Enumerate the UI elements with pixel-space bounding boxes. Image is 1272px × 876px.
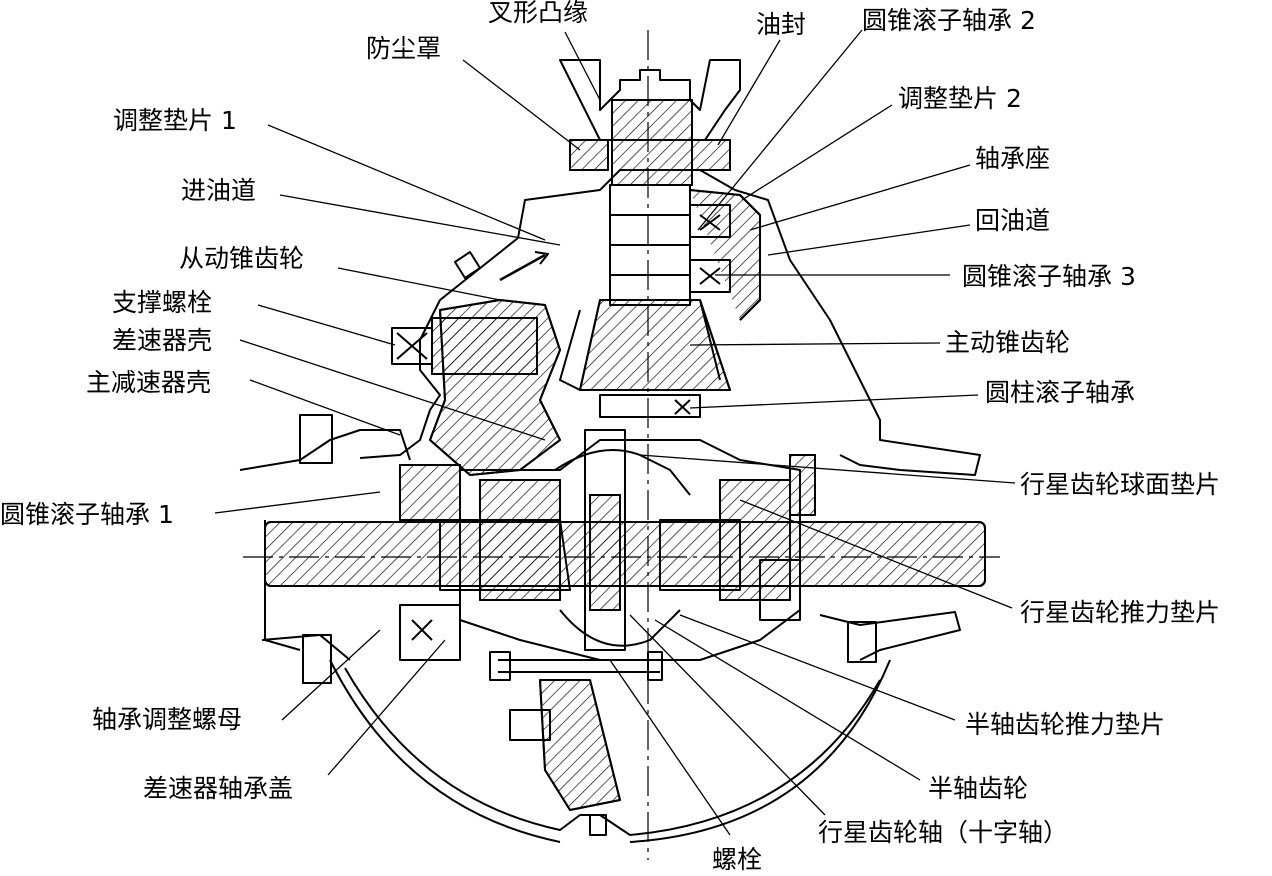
label-drive-bevel-gear: 主动锥齿轮 xyxy=(945,328,1071,357)
housing-outer xyxy=(517,169,981,476)
label-oil-return: 回油道 xyxy=(975,206,1051,235)
label-driven-bevel-gear: 从动锥齿轮 xyxy=(179,244,305,273)
label-support-bolt: 支撑螺栓 xyxy=(112,288,213,317)
label-shim-2: 调整垫片 2 xyxy=(898,84,1022,113)
side-gear-left xyxy=(439,519,571,591)
label-planet-spherical-washer: 行星齿轮球面垫片 xyxy=(1020,470,1221,499)
label-oil-seal: 油封 xyxy=(756,10,807,39)
label-diff-bearing-cap: 差速器轴承盖 xyxy=(143,774,294,803)
label-taper-bearing-1: 圆锥滚子轴承 1 xyxy=(0,500,174,529)
label-diff-case: 差速器壳 xyxy=(112,326,213,355)
label-shim-1: 调整垫片 1 xyxy=(113,106,237,135)
bottom-cover xyxy=(344,667,881,836)
label-bearing-adjust-nut: 轴承调整螺母 xyxy=(92,705,243,734)
yoke-flange xyxy=(559,59,741,141)
label-side-gear-thrust-washer: 半轴齿轮推力垫片 xyxy=(965,710,1166,739)
label-cylindrical-bearing: 圆柱滚子轴承 xyxy=(985,378,1136,407)
label-bearing-seat: 轴承座 xyxy=(975,144,1051,173)
label-bolt: 螺栓 xyxy=(712,845,763,874)
label-side-gear: 半轴齿轮 xyxy=(928,774,1029,803)
label-taper-bearing-2: 圆锥滚子轴承 2 xyxy=(862,6,1036,35)
label-taper-bearing-3: 圆锥滚子轴承 3 xyxy=(962,262,1136,291)
label-oil-inlet: 进油道 xyxy=(181,176,257,205)
spider xyxy=(584,429,626,651)
label-planet-thrust-washer: 行星齿轮推力垫片 xyxy=(1020,598,1221,627)
label-dust-cover: 防尘罩 xyxy=(366,34,442,63)
label-final-drive-housing: 主减速器壳 xyxy=(86,368,212,397)
side-gear-right xyxy=(659,519,741,591)
left-housing xyxy=(239,429,411,471)
label-yoke-flange: 叉形凸缘 xyxy=(488,0,589,27)
leader-lines xyxy=(214,29,1016,836)
label-spider: 行星齿轮轴（十字轴） xyxy=(818,818,1069,847)
